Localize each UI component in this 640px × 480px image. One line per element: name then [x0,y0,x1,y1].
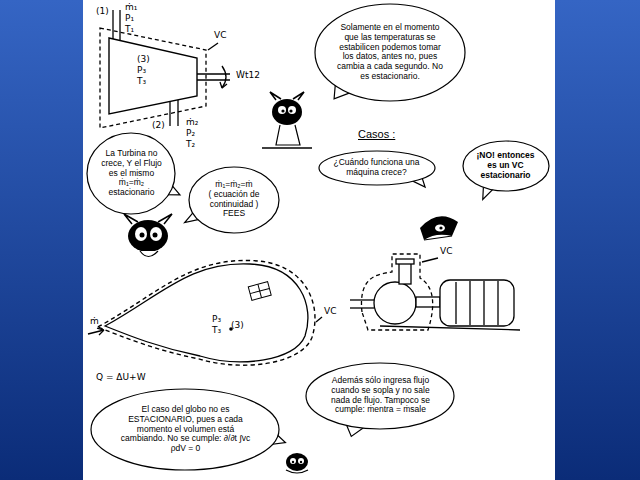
pipe [112,10,113,39]
bubble-text: ( ecuación de continuidad ) [200,190,268,210]
variable-label: T₂ [186,139,195,150]
turbine: (3)P₃T₃ [107,36,199,116]
cartoon-character [286,453,308,473]
pump-housing [374,282,416,324]
control-volume [361,254,432,330]
variable-label: ṁ [90,316,99,327]
node-content: Además sólo ingresa flujo cuando se sopl… [325,362,436,415]
state-label: P₃ [212,314,221,325]
state-label: T₃ [137,76,199,87]
variable-label: T₁ [125,24,134,35]
variable-label: Ẇt12 [236,70,260,81]
bubble-text: El caso del globo no es ESTACIONARIO, pu… [115,405,256,454]
bubble-text: Además sólo ingresa flujo cuando se sopl… [325,376,436,415]
node-content: (3)P₃T₃ [137,36,199,87]
bubble-text: La Turbina no crece, Y el Flujo es el mi… [98,149,165,198]
state-label: P₃ [137,65,199,76]
pipe [169,102,170,126]
state-column: P₃T₃ [212,314,221,336]
bubble-text: ¿Cuándo funciona una máquina crece? [333,158,420,178]
cartoon-character [262,92,312,148]
speech-bubble: Solamente en el momento que las temperat… [314,3,466,102]
turbine-outline [109,38,197,114]
variable-label: VC [214,30,226,41]
motor-rib [469,281,470,325]
variable-label: (1) [96,6,109,17]
balloon: P₃T₃ (3) [100,256,315,368]
node-content: P₃T₃ (3) [212,256,315,336]
bubble-outline [463,141,549,191]
leader-line [422,258,438,262]
bubble-outline [306,363,454,429]
cartoon-character [420,216,458,240]
control-volume [100,28,206,128]
node-content: El caso del globo no es ESTACIONARIO, pu… [115,388,256,454]
bubble-outline [91,389,279,470]
arrow-head [97,328,104,335]
variable-label: VC [324,306,336,317]
bubble-outline [189,167,279,233]
bubble-outline [87,133,175,214]
speech-bubble: ¡NO! entonces es un VC estacionario [462,140,550,192]
grid-cell [248,282,271,301]
bubble-text: ¡NO! entonces es un VC estacionario [473,151,538,180]
motor [440,280,514,326]
variable-label: ṁ₂ [186,117,198,128]
pipe [119,10,120,40]
node-content: ṁ₁=ṁ₂=ṁ( ecuación de continuidad )FEES [200,166,268,219]
variable-label: Q = ΔU+W [96,372,146,383]
node-outline [107,36,199,116]
motor-rib [455,282,456,324]
node-content: Solamente en el momento que las temperat… [334,3,446,82]
node-outline [100,256,315,368]
variable-label: ṁ₁ [125,2,137,13]
bubble-outline [315,4,465,101]
state-label: T₃ [212,325,221,336]
coupling [416,297,440,307]
node-content: ¿Cuándo funciona una máquina crece? [333,150,420,178]
leader-line [208,43,218,50]
state-label: (3) [231,320,244,331]
node-content: La Turbina no crece, Y el Flujo es el mi… [98,132,165,198]
bubble-text: FEES [200,209,268,219]
grid-line [250,288,269,293]
variable-label: P₁ [125,13,134,24]
node-content: ¡NO! entonces es un VC estacionario [473,140,538,180]
balloon-outline [105,264,308,362]
variable-label: P₂ [186,128,195,139]
flange [396,259,414,264]
variable-label: (2) [152,120,165,131]
bubble-text: ṁ₁=ṁ₂=ṁ [200,180,268,190]
motor-rib [497,281,498,325]
speech-bubble: La Turbina no crece, Y el Flujo es el mi… [86,132,176,215]
cartoon-character [124,214,172,257]
bubble-outline [319,151,435,185]
section-heading: Casos : [358,128,395,141]
speech-bubble: ¿Cuándo funciona una máquina crece? [318,150,436,186]
pipe [350,299,374,300]
pipe [177,100,178,126]
speech-bubble: Además sólo ingresa flujo cuando se sopl… [305,362,455,430]
arrow-head [220,82,227,88]
bubble-text: Solamente en el momento que las temperat… [334,23,446,82]
control-volume [98,260,315,365]
speech-bubble: El caso del globo no es ESTACIONARIO, pu… [90,388,280,471]
variable-label: VC [440,246,452,257]
leader-line [316,317,322,322]
grid-patch [248,282,271,301]
motor-rib [483,281,484,325]
state-label: (3) [137,54,199,65]
pump-outlet [399,262,411,284]
speech-bubble: ṁ₁=ṁ₂=ṁ( ecuación de continuidad )FEES [188,166,280,234]
